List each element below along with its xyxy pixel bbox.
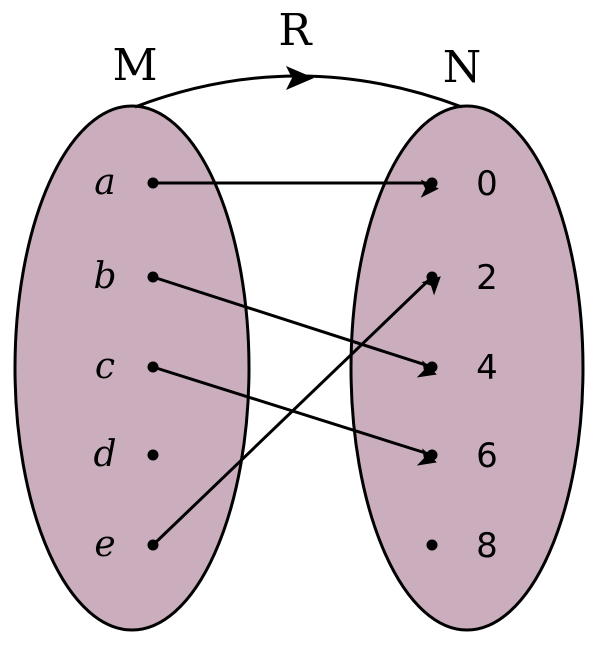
set-n-element: 8 bbox=[476, 526, 498, 566]
set-m-element: d bbox=[93, 434, 116, 475]
set-n-point bbox=[426, 177, 438, 189]
set-n-point bbox=[426, 539, 438, 551]
set-m-point bbox=[147, 449, 159, 461]
set-m-element: e bbox=[94, 524, 115, 565]
set-n-element: 6 bbox=[476, 436, 498, 476]
set-m-element: b bbox=[93, 256, 116, 297]
set-m-point bbox=[147, 361, 159, 373]
set-n-point bbox=[426, 361, 438, 373]
set-m-point bbox=[147, 177, 159, 189]
mapping-arrow-c-6 bbox=[152, 365, 437, 466]
set-n-element: 4 bbox=[476, 348, 498, 388]
set-m-point bbox=[147, 539, 159, 551]
set-n-ellipse bbox=[349, 104, 585, 632]
set-n-element: 0 bbox=[476, 164, 498, 204]
set-n-point bbox=[426, 449, 438, 461]
set-n-element: 2 bbox=[476, 258, 498, 298]
set-m-element: a bbox=[94, 162, 115, 203]
mapping-arrow-e-2 bbox=[151, 276, 441, 547]
relation-arrowhead-icon bbox=[286, 66, 314, 90]
set-n-point bbox=[426, 271, 438, 283]
relation-label: R bbox=[278, 5, 313, 56]
mapping-arrow-b-4 bbox=[152, 275, 437, 378]
set-m-label: M bbox=[112, 40, 157, 91]
set-m-ellipse bbox=[13, 104, 251, 632]
set-m-element: c bbox=[95, 346, 115, 387]
set-m-point bbox=[147, 271, 159, 283]
set-n-label: N bbox=[443, 42, 482, 93]
